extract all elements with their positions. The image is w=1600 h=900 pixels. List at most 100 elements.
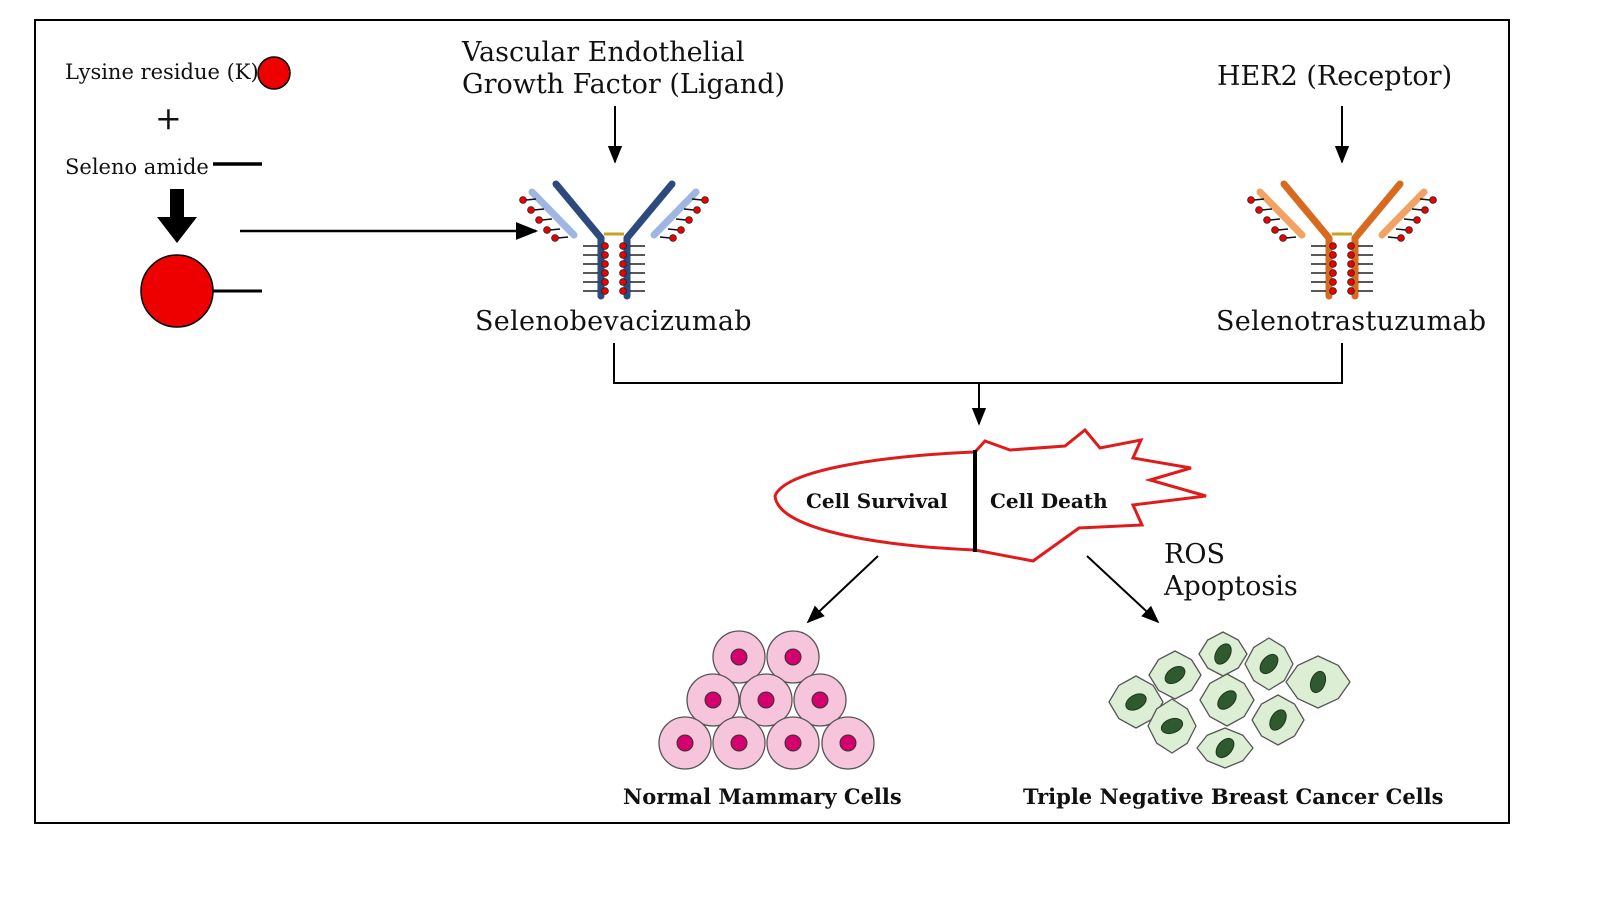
lysine-residue: [619, 287, 627, 295]
selenobevacizumab-antibody: [519, 180, 709, 300]
normal-cells-label: Normal Mammary Cells: [623, 784, 902, 809]
lysine-residue: [601, 242, 609, 250]
normal-mammary-cell-cluster: [658, 630, 875, 770]
selenoamide-tag: [691, 198, 703, 201]
normal-cell-nucleus: [839, 734, 857, 752]
lysine-residue: [551, 234, 559, 242]
cancer-cell-nucleus: [1160, 717, 1184, 735]
selenotrastuzumab-antibody: [1247, 180, 1437, 300]
lysine-legend-dot: [257, 56, 291, 90]
lysine-residue: [1329, 251, 1337, 259]
lysine-residue: [619, 278, 627, 286]
plus-sign: +: [155, 99, 182, 137]
selenobevacizumab-label: Selenobevacizumab: [475, 306, 752, 337]
lysine-residue: [601, 269, 609, 277]
light-chain: [528, 188, 578, 239]
ros-label: ROS: [1164, 539, 1225, 570]
selenoamide-tag: [1395, 228, 1407, 231]
figure-frame: [34, 19, 1510, 824]
lysine-residue: [601, 287, 609, 295]
cancer-cell-nucleus: [1269, 709, 1287, 731]
lysine-label: Lysine residue (K): [65, 60, 259, 84]
heavy-chain: [1351, 180, 1404, 300]
cancer-cell-nucleus: [1214, 643, 1232, 665]
heavy-chain: [1280, 180, 1333, 300]
selenoamide-tag: [541, 218, 553, 221]
lysine-residue: [535, 216, 543, 224]
lysine-residue: [619, 242, 627, 250]
selenoamide-tag: [1253, 198, 1265, 201]
lysine-residue: [1263, 216, 1271, 224]
lysine-residue: [601, 251, 609, 259]
cancer-cell-nucleus: [1309, 670, 1327, 694]
lysine-residue: [685, 216, 693, 224]
reaction-arrow: [157, 189, 197, 243]
lysine-residue: [1405, 226, 1413, 234]
heavy-chain: [623, 180, 676, 300]
selenoamide-tag: [683, 208, 695, 211]
death-arrow: [1086, 555, 1160, 624]
survival-arrow: [806, 555, 879, 624]
lysine-residue: [527, 206, 535, 214]
normal-cell-nucleus: [757, 691, 775, 709]
selenoamide-tag: [557, 236, 569, 239]
cancer-cell-nucleus: [1125, 693, 1147, 711]
selenoamide-tag: [1387, 236, 1399, 239]
normal-cell-nucleus: [704, 691, 722, 709]
apoptosis-label: Apoptosis: [1164, 571, 1298, 602]
light-chain: [1256, 188, 1306, 239]
selenoamide-tag: [533, 208, 545, 211]
lysine-residue: [701, 196, 709, 204]
normal-cell-nucleus: [784, 648, 802, 666]
selenoamide-tag: [1419, 198, 1431, 201]
her2-label: HER2 (Receptor): [1217, 61, 1453, 92]
lysine-residue: [1347, 278, 1355, 286]
lysine-residue: [677, 226, 685, 234]
lysine-residue: [1347, 242, 1355, 250]
lysine-residue: [1347, 251, 1355, 259]
selenoamide-tag: [659, 236, 671, 239]
lysine-residue: [1347, 260, 1355, 268]
lysine-residue: [1329, 242, 1337, 250]
cancer-cell-nucleus: [1259, 653, 1279, 675]
normal-cell-nucleus: [784, 734, 802, 752]
lysine-residue: [619, 251, 627, 259]
selenotrastuzumab-label: Selenotrastuzumab: [1216, 306, 1487, 337]
heavy-chain: [552, 180, 605, 300]
selenoamide-tag: [667, 228, 679, 231]
lysine-residue: [1347, 287, 1355, 295]
selenoamide-tag: [1411, 208, 1423, 211]
lysine-residue: [601, 260, 609, 268]
lysine-residue: [1247, 196, 1255, 204]
selenoamide-tag: [1277, 228, 1289, 231]
cancer-cell-nucleus: [1164, 665, 1186, 685]
selenoamide-tag: [1285, 236, 1297, 239]
lysine-residue: [1329, 278, 1337, 286]
lysine-residue: [601, 278, 609, 286]
cancer-cell-nucleus: [1215, 737, 1235, 759]
cancer-cells-label: Triple Negative Breast Cancer Cells: [1023, 784, 1444, 809]
lysine-residue: [669, 234, 677, 242]
selenoamide-tag: [1261, 208, 1273, 211]
selenoamide-tag: [1403, 218, 1415, 221]
lysine-residue: [1271, 226, 1279, 234]
vegf-label-line1: Vascular Endothelial: [462, 37, 745, 68]
lysine-residue: [619, 269, 627, 277]
lysine-residue: [1329, 260, 1337, 268]
lysine-residue: [1279, 234, 1287, 242]
light-chain: [650, 188, 700, 239]
selenoamide-tag: [675, 218, 687, 221]
light-chain: [1378, 188, 1428, 239]
cancer-cell-cluster: [1108, 631, 1351, 769]
vegf-label-line2: Growth Factor (Ligand): [462, 69, 786, 100]
conjugate-product: [140, 254, 262, 328]
normal-cell-nucleus: [811, 691, 829, 709]
lysine-residue: [1429, 196, 1437, 204]
cell-death-label: Cell Death: [990, 489, 1108, 513]
selenoamide-tag: [1269, 218, 1281, 221]
normal-cell-nucleus: [676, 734, 694, 752]
lysine-residue: [543, 226, 551, 234]
lysine-residue: [1421, 206, 1429, 214]
selenoamide-tag: [549, 228, 561, 231]
